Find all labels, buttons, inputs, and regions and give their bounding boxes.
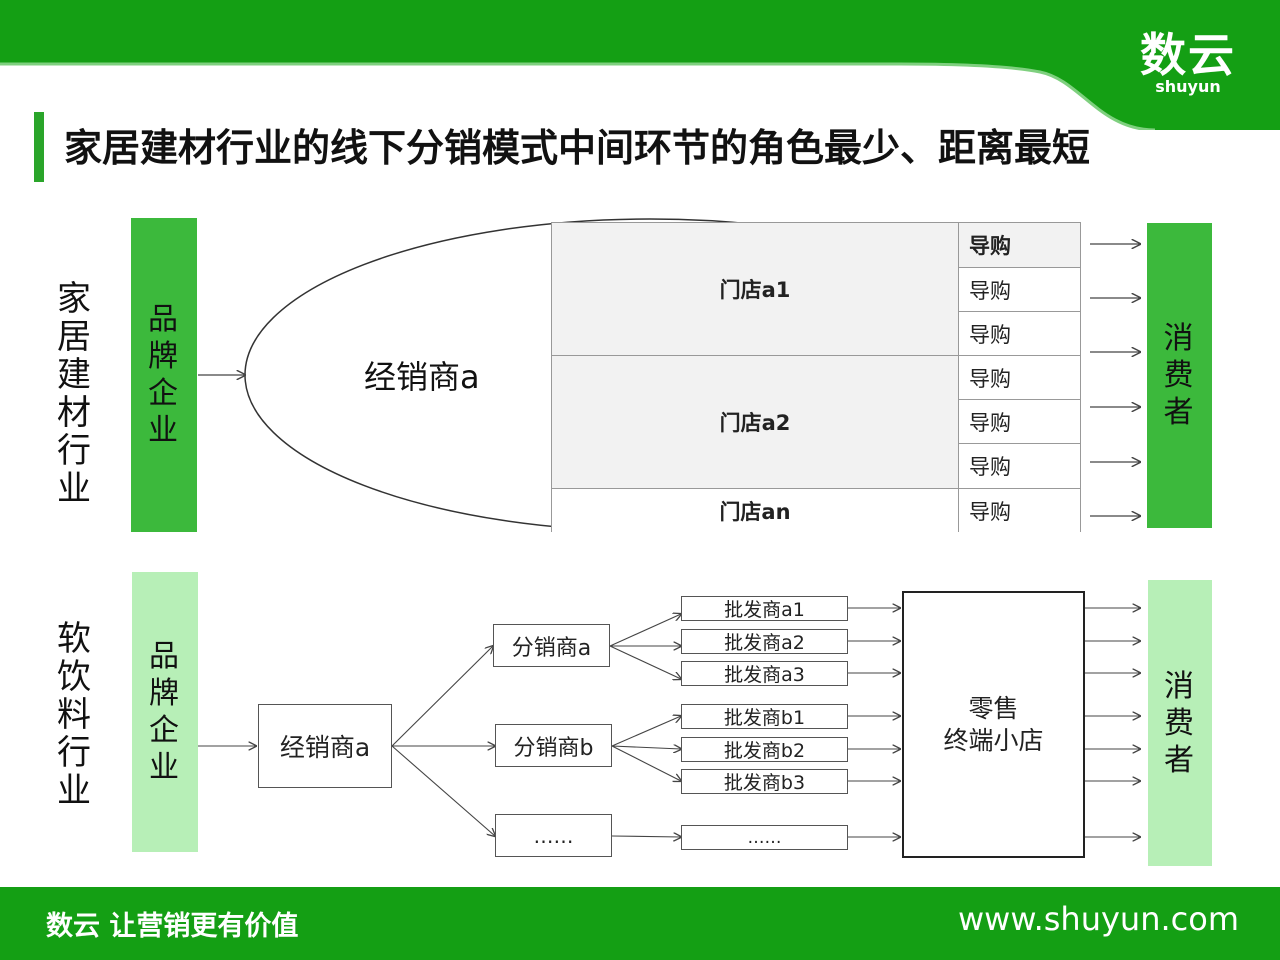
header-band xyxy=(0,0,1280,130)
industry-label-drink-text: 软饮料行业 xyxy=(57,619,91,811)
brand-enterprise-box-drink: 品牌企业 xyxy=(132,572,198,852)
store-an: 门店an xyxy=(551,488,958,532)
wholesaler-b2: 批发商b2 xyxy=(681,737,848,762)
industry-label-home-text: 家居建材行业 xyxy=(57,279,91,509)
sub-distributor-more: …… xyxy=(495,814,612,857)
title-accent-bar xyxy=(34,112,44,182)
brand-label-drink: 品牌企业 xyxy=(149,639,179,785)
page-title: 家居建材行业的线下分销模式中间环节的角色最少、距离最短 xyxy=(64,126,1091,170)
store-a2: 门店a2 xyxy=(551,355,958,488)
guide-cell: 导购 xyxy=(958,399,1081,443)
logo-subtext: shuyun xyxy=(1155,77,1221,96)
industry-label-drink: 软饮料行业 xyxy=(44,620,104,810)
consumer-label-drink: 消费者 xyxy=(1164,668,1194,778)
store-table: 门店a1 门店a2 门店an 导购 导购 导购 导购 导购 导购 导购 xyxy=(551,222,1081,532)
footer-slogan: 数云 让营销更有价值 xyxy=(46,911,299,942)
brand-logo: 数云 shuyun xyxy=(1118,30,1258,96)
wholesaler-a3: 批发商a3 xyxy=(681,661,848,686)
wholesaler-a1: 批发商a1 xyxy=(681,596,848,621)
guide-cell: 导购 xyxy=(958,488,1081,532)
footer-url: www.shuyun.com xyxy=(958,900,1239,938)
store-a1: 门店a1 xyxy=(551,222,958,355)
logo-text: 数云 xyxy=(1140,28,1236,82)
sub-distributor-a: 分销商a xyxy=(493,624,610,667)
guide-cell: 导购 xyxy=(958,311,1081,355)
industry-label-home: 家居建材行业 xyxy=(44,280,104,508)
retail-terminal-box: 零售 终端小店 xyxy=(902,591,1085,858)
distributor-home: 经销商a xyxy=(364,358,480,396)
brand-label-home: 品牌企业 xyxy=(148,302,178,448)
guide-cell: 导购 xyxy=(958,267,1081,311)
retail-line-1: 零售 xyxy=(968,693,1019,723)
brand-enterprise-box-home: 品牌企业 xyxy=(131,218,197,532)
wholesaler-more: …… xyxy=(681,825,848,850)
wholesaler-b1: 批发商b1 xyxy=(681,704,848,729)
guide-cell: 导购 xyxy=(958,443,1081,488)
consumer-label-home: 消费者 xyxy=(1163,321,1194,430)
distributor-drink: 经销商a xyxy=(258,704,392,788)
footer-band xyxy=(0,887,1280,960)
retail-line-2: 终端小店 xyxy=(943,725,1044,755)
consumer-box-home: 消费者 xyxy=(1147,223,1212,528)
wholesaler-a2: 批发商a2 xyxy=(681,629,848,654)
wholesaler-b3: 批发商b3 xyxy=(681,769,848,794)
guide-cell: 导购 xyxy=(958,222,1081,267)
consumer-box-drink: 消费者 xyxy=(1148,580,1212,866)
guide-cell: 导购 xyxy=(958,355,1081,399)
sub-distributor-b: 分销商b xyxy=(495,724,612,767)
